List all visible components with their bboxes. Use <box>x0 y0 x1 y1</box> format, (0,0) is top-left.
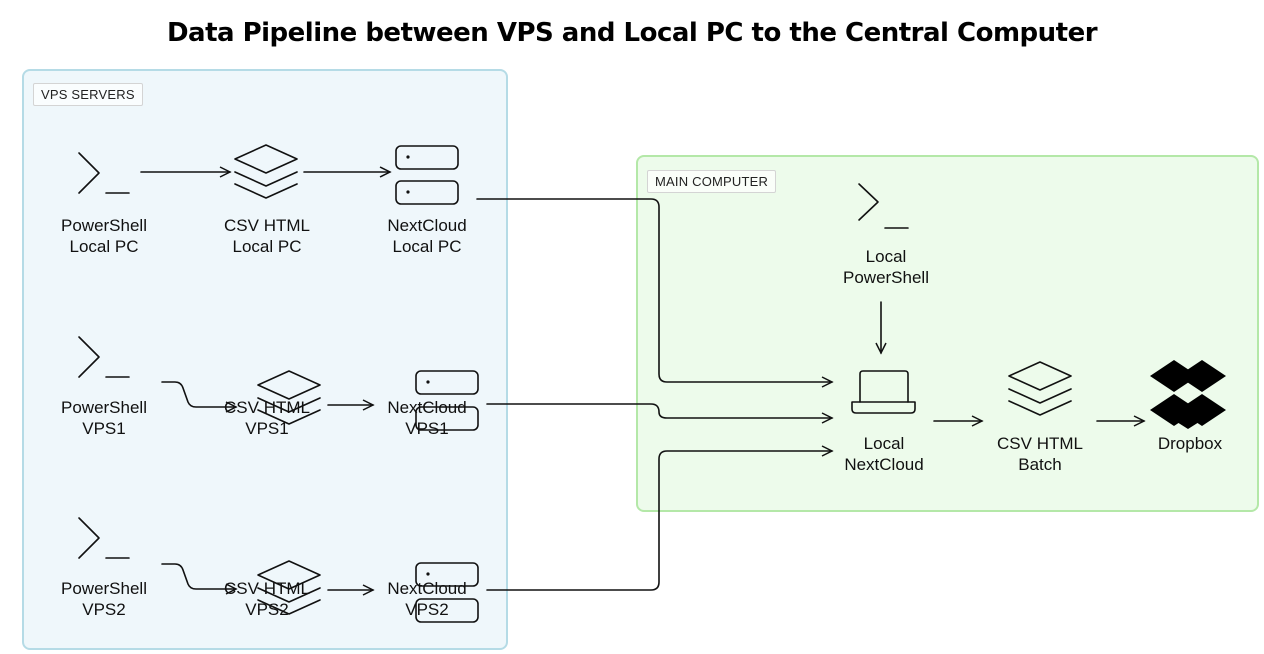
node-powershell-local-pc-label: PowerShell Local PC <box>24 215 184 257</box>
vps-servers-group <box>22 69 508 650</box>
node-csv-html-vps1-label: CSV HTML VPS1 <box>187 397 347 439</box>
node-nextcloud-vps1-label: NextCloud VPS1 <box>347 397 507 439</box>
node-csv-html-vps2-label: CSV HTML VPS2 <box>187 578 347 620</box>
diagram-title: Data Pipeline between VPS and Local PC t… <box>166 18 1098 48</box>
server-icon <box>415 370 479 431</box>
main-computer-group-label: MAIN COMPUTER <box>647 170 777 193</box>
laptop-icon <box>851 370 916 414</box>
node-nextcloud-local-pc-label: NextCloud Local PC <box>347 215 507 257</box>
label-line: Local PC <box>392 237 462 256</box>
server-icon <box>395 145 459 205</box>
label-line: PowerShell <box>61 579 147 598</box>
label-line: NextCloud <box>387 579 467 598</box>
label-line: PowerShell <box>61 398 147 417</box>
label-line: VPS1 <box>405 419 449 438</box>
node-local-nextcloud-label: Local NextCloud <box>804 433 964 475</box>
arrow-ps-vps1-to-csv-vps1 <box>161 381 238 413</box>
arrow-ps-vps2-to-csv-vps2 <box>161 563 238 595</box>
main-computer-group <box>636 155 1259 512</box>
server-icon <box>415 562 479 623</box>
label-line: CSV HTML <box>997 434 1083 453</box>
layers-icon <box>257 560 321 615</box>
label-line: Batch <box>1018 455 1062 474</box>
node-csv-html-local-pc-label: CSV HTML Local PC <box>187 215 347 257</box>
label-line: NextCloud <box>844 455 924 474</box>
label-line: CSV HTML <box>224 216 310 235</box>
label-line: Local PC <box>69 237 139 256</box>
label-line: CSV HTML <box>224 398 310 417</box>
arrow-nc-local-to-local-nc <box>476 198 834 388</box>
node-dropbox-label: Dropbox <box>1110 433 1264 454</box>
terminal-icon <box>78 152 130 194</box>
label-line: PowerShell <box>61 216 147 235</box>
terminal-icon <box>78 336 130 378</box>
label-line: Local <box>863 434 905 453</box>
node-powershell-vps1-label: PowerShell VPS1 <box>24 397 184 439</box>
label-line: NextCloud <box>387 398 467 417</box>
label-line: VPS2 <box>405 600 449 619</box>
label-line: Local PC <box>232 237 302 256</box>
node-nextcloud-vps2-label: NextCloud VPS2 <box>347 578 507 620</box>
label-line: VPS1 <box>82 419 126 438</box>
label-line: CSV HTML <box>224 579 310 598</box>
label-line: VPS2 <box>82 600 126 619</box>
label-line: PowerShell <box>843 268 929 287</box>
node-powershell-vps2-label: PowerShell VPS2 <box>24 578 184 620</box>
node-csv-html-batch-label: CSV HTML Batch <box>960 433 1120 475</box>
layers-icon <box>257 370 321 425</box>
arrow-nc-vps2-to-local-nc <box>486 445 834 591</box>
vps-servers-group-label: VPS SERVERS <box>33 83 143 106</box>
node-local-powershell-label: Local PowerShell <box>806 246 966 288</box>
arrow-nc-vps1-to-local-nc <box>486 403 834 424</box>
label-line: Dropbox <box>1157 434 1223 453</box>
label-line: VPS1 <box>245 419 289 438</box>
label-line: Local <box>865 247 907 266</box>
terminal-icon <box>78 517 130 559</box>
terminal-icon <box>858 183 909 229</box>
label-line: VPS2 <box>245 600 289 619</box>
layers-icon <box>1008 361 1072 416</box>
label-line: NextCloud <box>387 216 467 235</box>
dropbox-icon <box>1150 360 1226 429</box>
layers-icon <box>234 144 298 199</box>
